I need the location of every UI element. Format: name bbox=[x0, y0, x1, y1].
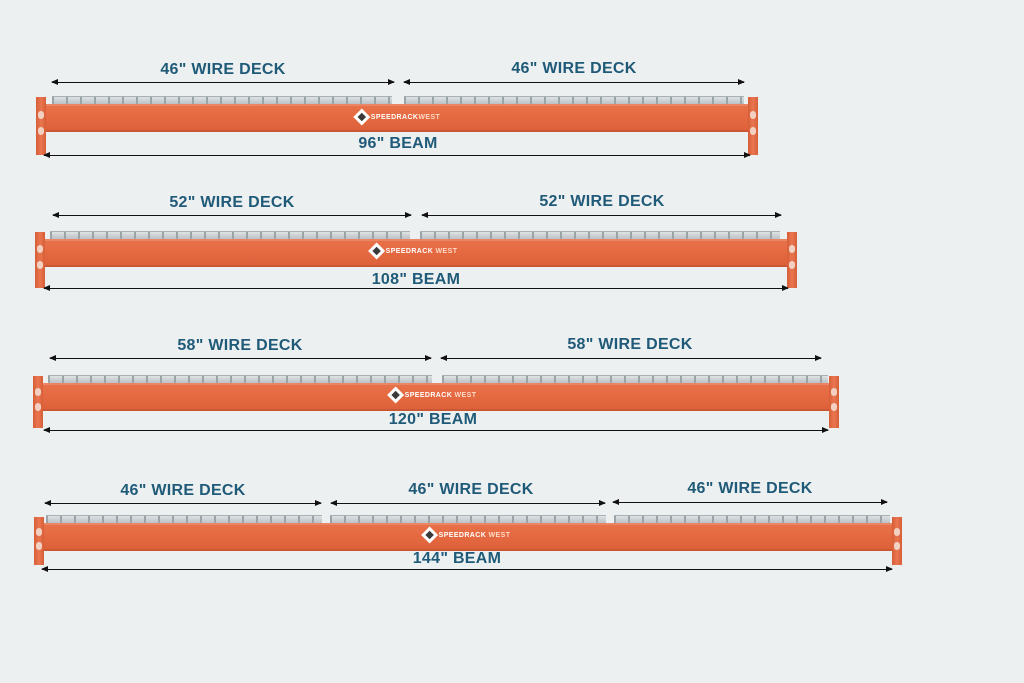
beam-endplate bbox=[748, 97, 758, 155]
beam bbox=[42, 523, 894, 551]
deck-dimension-arrow bbox=[440, 355, 822, 361]
beam-dimension-arrow bbox=[41, 566, 893, 572]
deck-label: 52" WIRE DECK bbox=[539, 193, 665, 210]
beam-endplate bbox=[35, 232, 45, 288]
brand-logo-icon bbox=[387, 386, 405, 404]
deck-dimension-arrow bbox=[421, 212, 782, 218]
deck-label: 46" WIRE DECK bbox=[120, 482, 246, 499]
deck-dimension-arrow bbox=[330, 500, 606, 506]
brand-logo-icon bbox=[421, 526, 439, 544]
beam-label: 144" BEAM bbox=[412, 550, 502, 567]
deck-dimension-arrow bbox=[44, 500, 322, 506]
deck-label: 58" WIRE DECK bbox=[177, 337, 303, 354]
deck-dimension-arrow bbox=[403, 79, 745, 85]
beam-endplate bbox=[33, 376, 43, 428]
deck-label: 46" WIRE DECK bbox=[511, 60, 637, 77]
beam-label: 108" BEAM bbox=[371, 271, 461, 288]
deck-label: 46" WIRE DECK bbox=[160, 61, 286, 78]
deck-label: 46" WIRE DECK bbox=[687, 480, 813, 497]
wire-deck bbox=[46, 515, 322, 524]
wire-deck bbox=[442, 375, 828, 384]
beam-endplate bbox=[34, 517, 44, 565]
deck-dimension-arrow bbox=[49, 355, 432, 361]
deck-dimension-arrow bbox=[52, 212, 412, 218]
wire-deck bbox=[50, 231, 410, 240]
beam-dimension-arrow bbox=[43, 152, 751, 158]
deck-label: 52" WIRE DECK bbox=[169, 194, 295, 211]
wire-deck bbox=[330, 515, 606, 524]
deck-label: 58" WIRE DECK bbox=[567, 336, 693, 353]
wire-deck bbox=[404, 96, 744, 105]
beam-label: 120" BEAM bbox=[388, 411, 478, 428]
brand-logo: SPEEDRACK​WEST bbox=[353, 108, 440, 126]
beam bbox=[44, 239, 788, 267]
brand-logo: SPEEDRACK WEST bbox=[368, 242, 458, 260]
beam-endplate bbox=[829, 376, 839, 428]
beam-dimension-arrow bbox=[43, 285, 789, 291]
wire-deck bbox=[52, 96, 392, 105]
beam-endplate bbox=[892, 517, 902, 565]
beam bbox=[46, 104, 750, 132]
deck-dimension-arrow bbox=[612, 499, 888, 505]
beam bbox=[42, 383, 832, 411]
beam-endplate bbox=[36, 97, 46, 155]
brand-logo: SPEEDRACK WEST bbox=[387, 386, 477, 404]
brand-logo-icon bbox=[353, 108, 371, 126]
beam-dimension-arrow bbox=[43, 427, 829, 433]
wire-deck bbox=[420, 231, 780, 240]
wire-deck bbox=[48, 375, 432, 384]
deck-label: 46" WIRE DECK bbox=[408, 481, 534, 498]
wire-deck bbox=[614, 515, 890, 524]
beam-endplate bbox=[787, 232, 797, 288]
brand-logo: SPEEDRACK WEST bbox=[421, 526, 511, 544]
deck-dimension-arrow bbox=[51, 79, 395, 85]
beam-label: 96" BEAM bbox=[358, 135, 438, 152]
brand-logo-icon bbox=[368, 242, 386, 260]
